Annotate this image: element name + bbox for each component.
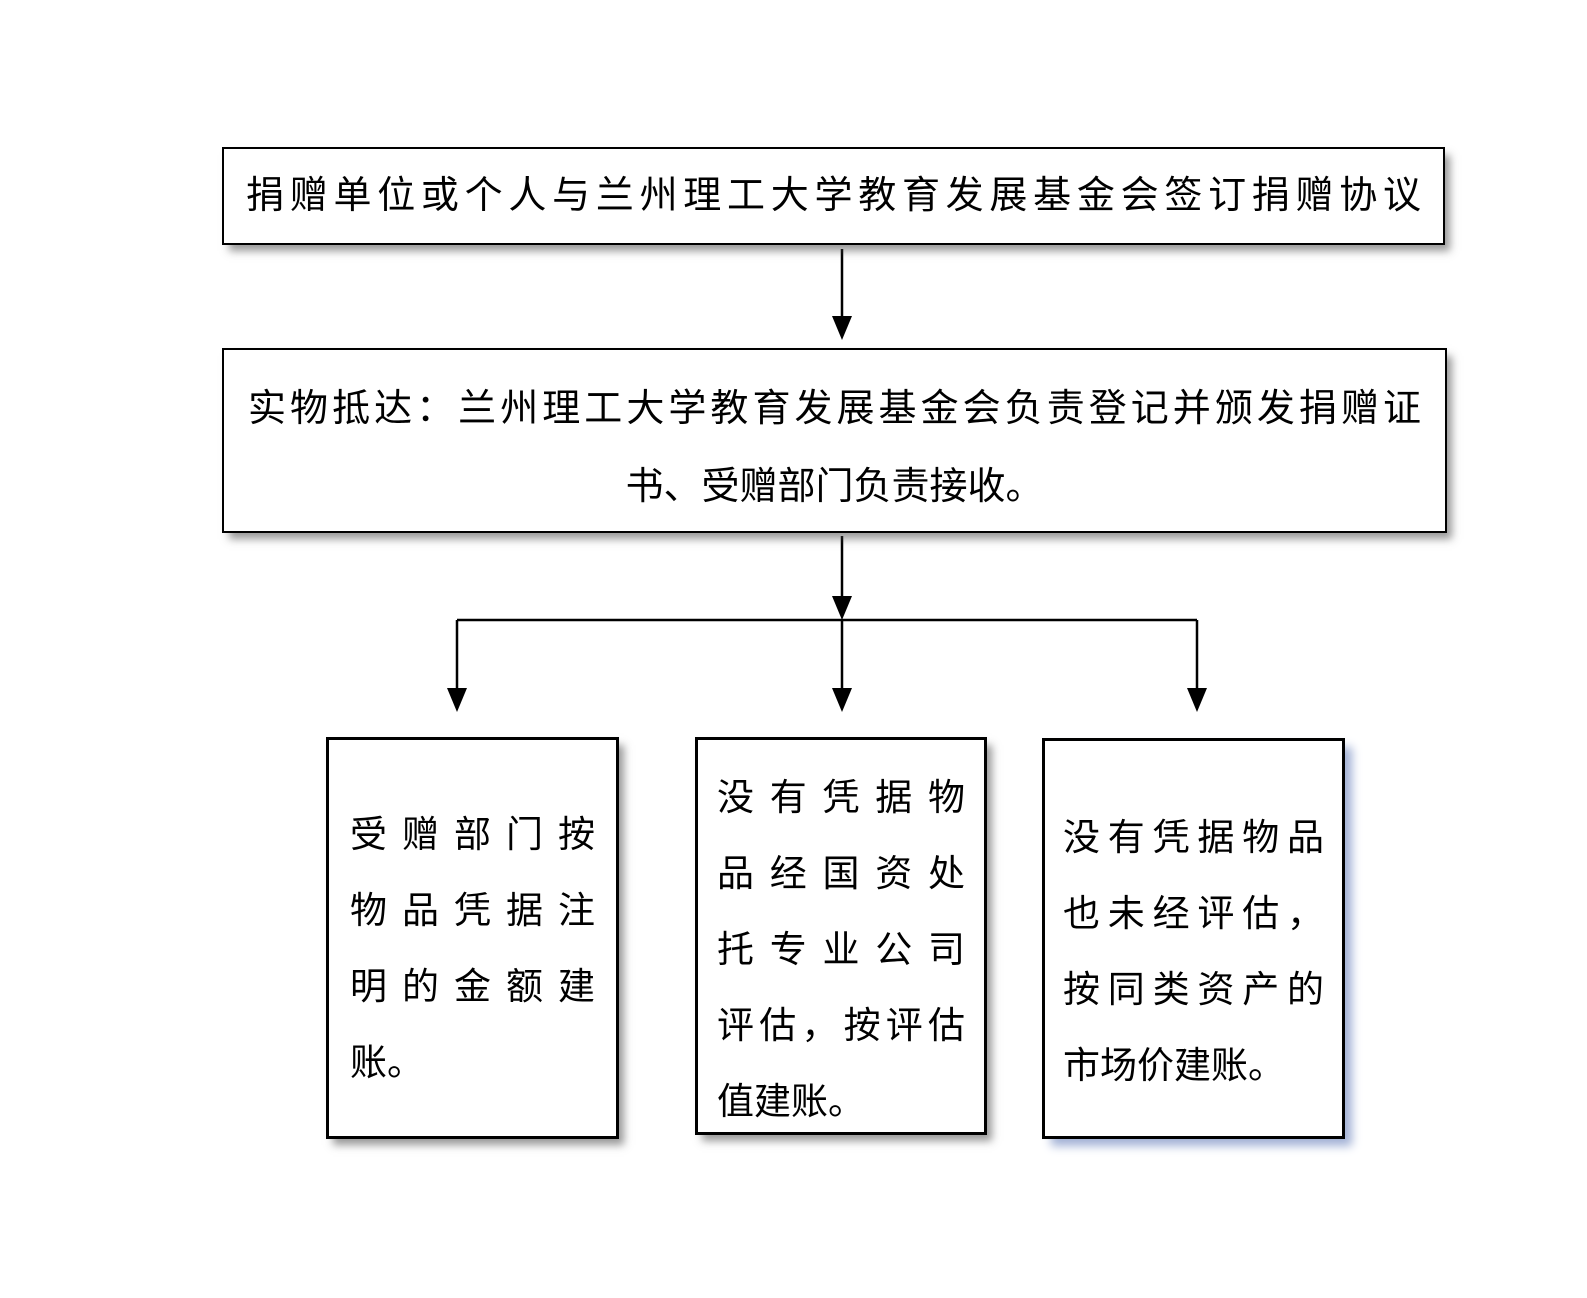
flow-box-receipt-line: 物品凭据注 (350, 891, 595, 932)
flow-box-market-price: 没有凭据物品 也未经评估， 按同类资产的 市场价建账。 (1042, 738, 1345, 1139)
arrow-down-icon (832, 249, 852, 340)
arrow-down-icon (832, 536, 852, 620)
flow-box-receipt-line: 明的金额建 (350, 967, 595, 1008)
flow-box-market-line: 按同类资产的 (1063, 970, 1324, 1011)
arrow-down-icon (447, 620, 467, 712)
flow-box-appraisal-line: 值建账。 (717, 1082, 865, 1123)
flow-box-arrival-line2: 书、受赠部门负责接收。 (625, 466, 1044, 508)
arrow-down-icon (1187, 620, 1207, 712)
flow-box-market-line: 市场价建账。 (1063, 1046, 1285, 1087)
flow-box-receipt-line: 受赠部门按 (350, 815, 595, 856)
flow-box-receipt-amount: 受赠部门按 物品凭据注 明的金额建 账。 (326, 737, 619, 1139)
flow-box-agreement-text: 捐赠单位或个人与兰州理工大学教育发展基金会签订捐赠协议 (246, 175, 1421, 217)
flow-box-appraisal-line: 没有凭据物 (717, 778, 965, 819)
flow-box-appraisal-line: 托专业公司 (717, 930, 965, 971)
flow-box-appraisal-line: 品经国资处 (717, 854, 965, 895)
arrow-down-icon (832, 620, 852, 712)
flow-box-market-line: 也未经评估， (1063, 894, 1324, 935)
flow-box-appraisal: 没有凭据物 品经国资处 托专业公司 评估，按评估 值建账。 (695, 737, 987, 1135)
flow-box-arrival: 实物抵达：兰州理工大学教育发展基金会负责登记并颁发捐赠证 书、受赠部门负责接收。 (222, 348, 1447, 533)
flow-box-receipt-line: 账。 (350, 1043, 424, 1084)
flow-box-agreement: 捐赠单位或个人与兰州理工大学教育发展基金会签订捐赠协议 (222, 147, 1445, 245)
flow-box-appraisal-line: 评估，按评估 (717, 1006, 965, 1047)
flow-box-market-line: 没有凭据物品 (1063, 818, 1324, 859)
flow-box-arrival-line1: 实物抵达：兰州理工大学教育发展基金会负责登记并颁发捐赠证 (248, 388, 1421, 430)
